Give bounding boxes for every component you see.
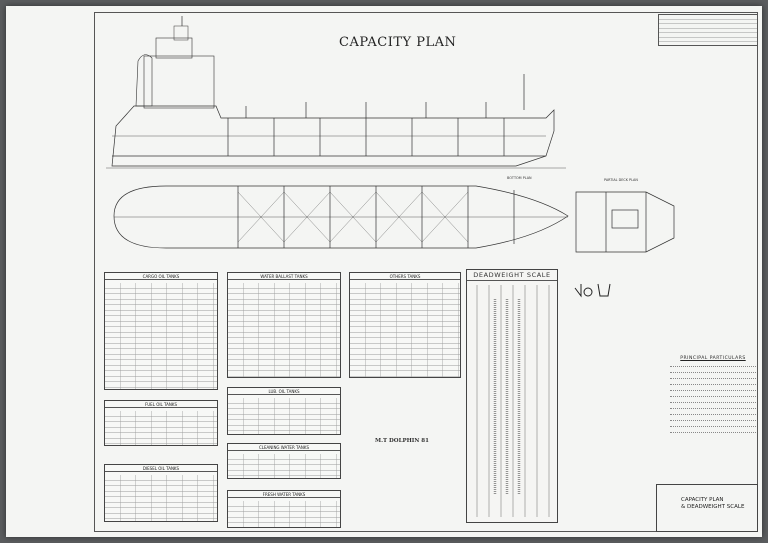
- table-title: CARGO OIL TANKS: [105, 273, 217, 280]
- ship-name: M.T DOLPHIN 81: [375, 438, 429, 444]
- bottom-plan-view: [113, 185, 569, 249]
- table-title: FUEL OIL TANKS: [105, 401, 217, 408]
- cargo-oil-tanks-table: CARGO OIL TANKS: [104, 272, 218, 390]
- table-title: FRESH WATER TANKS: [228, 491, 340, 498]
- deadweight-scale: DEADWEIGHT SCALE: [466, 269, 558, 523]
- lub-oil-tanks-table: LUB. OIL TANKS: [227, 387, 341, 435]
- partial-deck-plan-label: PARTIAL DECK PLAN: [604, 178, 638, 182]
- bottom-plan-label: BOTTOM PLAN: [507, 176, 532, 180]
- principal-particulars-title: PRINCIPAL PARTICULARS: [680, 356, 746, 361]
- fresh-water-tanks-table: FRESH WATER TANKS: [227, 490, 341, 528]
- diesel-oil-tanks-table: DIESEL OIL TANKS: [104, 464, 218, 522]
- table-title: OTHERS TANKS: [350, 273, 460, 280]
- title-block-line2: & DEADWEIGHT SCALE: [681, 504, 745, 510]
- partial-deck-plan-view: [575, 191, 675, 253]
- water-ballast-tanks-table: WATER BALLAST TANKS: [227, 272, 341, 378]
- others-tanks-table: OTHERS TANKS: [349, 272, 461, 378]
- nov-symbol: [574, 283, 611, 298]
- table-title: LUB. OIL TANKS: [228, 388, 340, 395]
- deadweight-scale-graph: [476, 285, 550, 517]
- cleaning-water-tanks-table: CLEANING WATER TANKS: [227, 443, 341, 479]
- table-title: DIESEL OIL TANKS: [105, 465, 217, 472]
- profile-view: [106, 16, 566, 169]
- table-title: CLEANING WATER TANKS: [228, 444, 340, 451]
- title-block: CAPACITY PLAN & DEADWEIGHT SCALE: [656, 484, 758, 532]
- principal-particulars: PRINCIPAL PARTICULARS: [670, 356, 756, 433]
- title-block-line1: CAPACITY PLAN: [681, 497, 724, 503]
- fuel-oil-tanks-table: FUEL OIL TANKS: [104, 400, 218, 446]
- drawing-sheet: CAPACITY PLAN: [6, 6, 762, 537]
- revision-block: [658, 14, 758, 46]
- drawing-title: CAPACITY PLAN: [339, 35, 457, 50]
- drawing-border: [94, 12, 758, 532]
- ship-drawings: [106, 16, 675, 298]
- table-title: WATER BALLAST TANKS: [228, 273, 340, 280]
- deadweight-scale-title: DEADWEIGHT SCALE: [467, 270, 557, 281]
